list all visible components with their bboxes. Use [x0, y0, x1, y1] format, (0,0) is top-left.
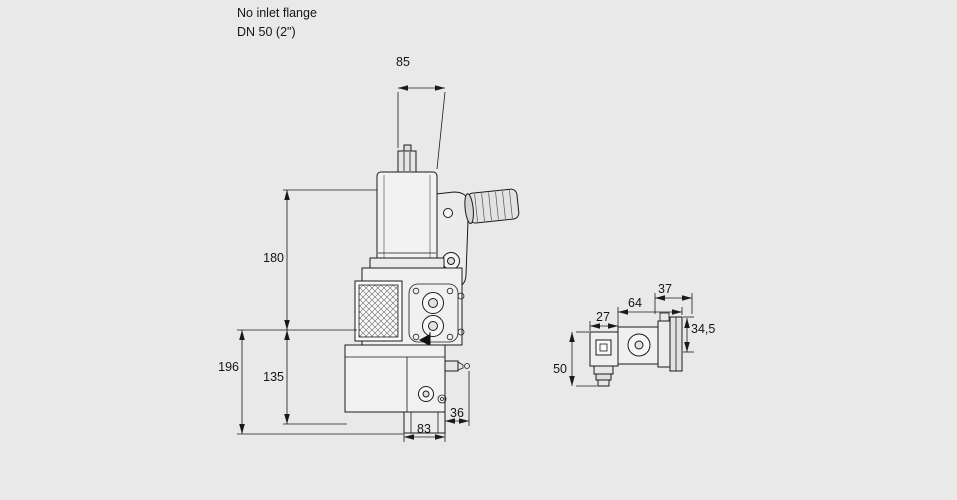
actuator-cap [397, 144, 417, 173]
dim-height-upper: 180 [263, 189, 377, 330]
dim-label-196: 196 [218, 360, 239, 374]
test-nipple [444, 360, 470, 372]
dim-label-64: 64 [628, 296, 642, 310]
dim-label-83: 83 [417, 422, 431, 436]
dim-label-27: 27 [596, 310, 610, 324]
dim-label-180: 180 [263, 251, 284, 265]
dim-flange-width: 37 [654, 282, 693, 314]
dim-block-height: 50 [553, 331, 597, 387]
side-valve-drawing: 27 64 37 34,5 50 [553, 282, 715, 387]
actuator-cylinder [369, 171, 445, 269]
dim-label-85: 85 [396, 55, 410, 69]
dim-label-34-5: 34,5 [691, 322, 715, 336]
annotation-block: No inlet flange DN 50 (2") [237, 6, 317, 39]
dim-width-top: 85 [396, 55, 446, 170]
solenoid-body [617, 326, 659, 365]
cable-gland [593, 365, 614, 387]
terminal-box [589, 331, 619, 367]
dim-block-width: 27 [589, 307, 619, 331]
main-valve-drawing: 85 180 196 135 83 [218, 55, 520, 442]
dim-label-50: 50 [553, 362, 567, 376]
dim-height-lower: 135 [263, 330, 347, 425]
lower-block [344, 344, 470, 413]
dim-width-bottom: 83 [403, 412, 446, 442]
dim-offset-nipple: 36 [445, 371, 470, 426]
dim-flange-height: 34,5 [683, 316, 715, 353]
mounting-flange [657, 312, 683, 372]
damper-cylinder [464, 188, 520, 225]
dim-label-36: 36 [450, 406, 464, 420]
valve-body [354, 267, 465, 347]
annotation-line1: No inlet flange [237, 6, 317, 20]
dim-body-width: 64 [618, 296, 683, 315]
filter-mesh [358, 284, 399, 338]
dim-height-total: 196 [218, 330, 404, 435]
dim-label-37: 37 [658, 282, 672, 296]
annotation-line2: DN 50 (2") [237, 25, 296, 39]
dim-label-135: 135 [263, 370, 284, 384]
